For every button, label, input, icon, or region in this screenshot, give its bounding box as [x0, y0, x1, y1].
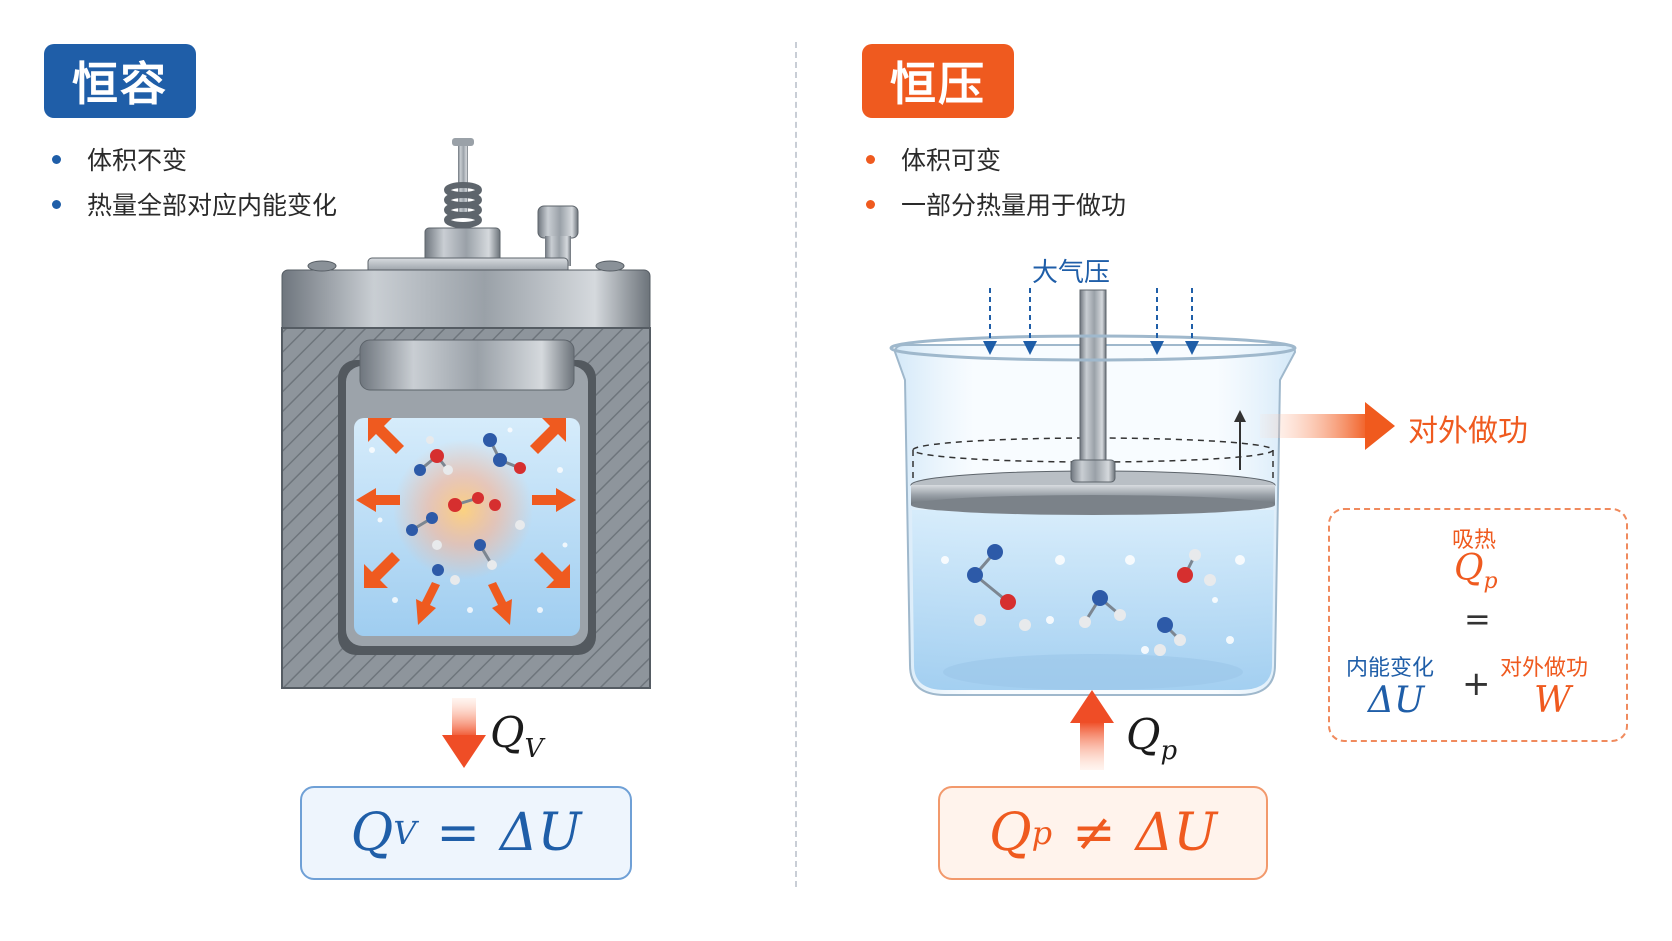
bullet-dot [866, 154, 875, 164]
bullet-dot [52, 154, 61, 164]
beaker-apparatus [889, 289, 1297, 696]
eq-right-symbol: W [1534, 680, 1572, 721]
eq-plus: + [1462, 664, 1491, 704]
panel-divider [795, 42, 797, 887]
left-formula-op: = [436, 803, 480, 863]
left-title: 恒容 [72, 57, 168, 111]
left-bullet-2: 热量全部对应内能变化 [52, 187, 337, 221]
right-bullet-1: 体积可变 [866, 142, 1001, 176]
eq-left-symbol: ΔU [1368, 680, 1425, 721]
right-title-badge: 恒压 [862, 44, 1014, 118]
left-formula-lhs: Q [350, 803, 394, 863]
left-bullet-text-1: 体积不变 [87, 146, 188, 175]
right-bullet-text-1: 体积可变 [901, 146, 1002, 175]
left-bullet-1: 体积不变 [52, 142, 187, 176]
right-title: 恒压 [890, 57, 986, 111]
right-bullet-2: 一部分热量用于做功 [866, 187, 1126, 221]
eq-equals: = [1464, 600, 1491, 638]
bomb-calorimeter [281, 138, 651, 689]
right-formula-rhs: ΔU [1135, 803, 1218, 863]
bullet-dot [52, 199, 61, 209]
energy-equation-box [1328, 508, 1628, 742]
right-bullet-text-2: 一部分热量用于做功 [901, 191, 1127, 220]
left-bullet-text-2: 热量全部对应内能变化 [87, 191, 338, 220]
right-formula-op: ≠ [1072, 803, 1116, 863]
work-arrow [1260, 402, 1395, 450]
right-heat-arrow [1070, 690, 1114, 770]
right-heat-label: Qp [1126, 710, 1178, 766]
left-formula-sub: V [393, 814, 417, 852]
left-heat-arrow [442, 698, 486, 768]
eq-top-label: 吸热 [1452, 528, 1497, 553]
left-title-badge: 恒容 [44, 44, 196, 118]
right-formula-lhs: Q [988, 803, 1032, 863]
atmospheric-pressure-arrows [983, 288, 1199, 355]
right-formula-sub: p [1031, 814, 1053, 852]
atmosphere-label: 大气压 [1032, 258, 1111, 288]
eq-right-label: 对外做功 [1500, 656, 1589, 681]
work-label: 对外做功 [1408, 414, 1528, 449]
left-formula-rhs: ΔU [499, 803, 582, 863]
eq-top-symbol: Qp [1454, 548, 1498, 594]
left-heat-label: QV [490, 708, 544, 764]
bullet-dot [866, 199, 875, 209]
eq-left-label: 内能变化 [1346, 656, 1435, 681]
